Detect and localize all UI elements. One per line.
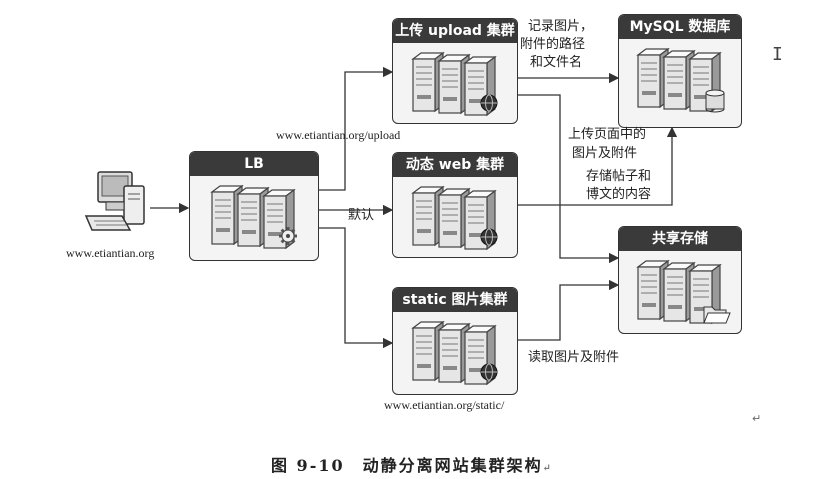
server-icon xyxy=(411,51,498,117)
store-label-2: 博文的内容 xyxy=(586,187,652,202)
globe-icon xyxy=(480,94,498,112)
arrow-web-mysql xyxy=(516,126,678,206)
web-cluster-title: 动态 web 集群 xyxy=(393,153,517,177)
caption-return-icon: ↵ xyxy=(542,463,553,474)
web-cluster-node: 动态 web 集群 xyxy=(392,152,518,258)
folder-icon xyxy=(703,306,731,324)
arrow-static-storage xyxy=(516,279,620,341)
read-label: 读取图片及附件 xyxy=(528,350,620,365)
server-icon xyxy=(411,185,498,251)
computer-icon xyxy=(84,171,145,231)
globe-icon xyxy=(480,363,498,381)
upload-cluster-node: 上传 upload 集群 xyxy=(392,18,518,124)
caption-text: 图 9-10 动静分离网站集群架构 xyxy=(270,456,543,475)
default-label: 默认 xyxy=(348,208,375,223)
record-label-1: 记录图片， xyxy=(528,19,594,34)
lb-title: LB xyxy=(190,152,318,176)
record-label-2: 附件的路径 xyxy=(520,37,586,52)
server-icon xyxy=(411,320,498,386)
upload-cluster-title: 上传 upload 集群 xyxy=(393,19,517,43)
shared-storage-title: 共享存储 xyxy=(619,227,741,251)
gear-icon xyxy=(279,227,297,245)
client-url[interactable]: www.etiantian.org xyxy=(66,246,155,260)
globe-icon xyxy=(480,228,498,246)
return-mark-icon: ↵ xyxy=(752,412,762,425)
static-cluster-node: static 图片集群 xyxy=(392,287,518,395)
upload-url[interactable]: www.etiantian.org/upload xyxy=(276,128,401,142)
record-label-3: 和文件名 xyxy=(530,55,583,70)
server-icon xyxy=(636,47,725,113)
upload-label-1: 上传页面中的 xyxy=(568,127,647,142)
server-icon xyxy=(210,184,297,250)
figure-caption: 图 9-10 动静分离网站集群架构↵ xyxy=(0,452,824,476)
arrow-lb-static xyxy=(318,227,394,349)
lb-node: LB xyxy=(189,151,319,261)
static-cluster-title: static 图片集群 xyxy=(393,288,517,312)
shared-storage-node: 共享存储 xyxy=(618,226,742,334)
arrow-upload-storage xyxy=(516,94,620,264)
server-icon xyxy=(636,259,731,325)
arrow-lb-upload xyxy=(318,66,394,191)
upload-label-2: 图片及附件 xyxy=(572,146,638,161)
text-cursor-icon: I xyxy=(772,44,783,65)
store-label-1: 存储帖子和 xyxy=(586,169,652,184)
database-icon xyxy=(705,89,725,113)
mysql-node: MySQL 数据库 xyxy=(618,14,742,128)
mysql-title: MySQL 数据库 xyxy=(619,15,741,39)
static-url[interactable]: www.etiantian.org/static/ xyxy=(384,398,505,412)
